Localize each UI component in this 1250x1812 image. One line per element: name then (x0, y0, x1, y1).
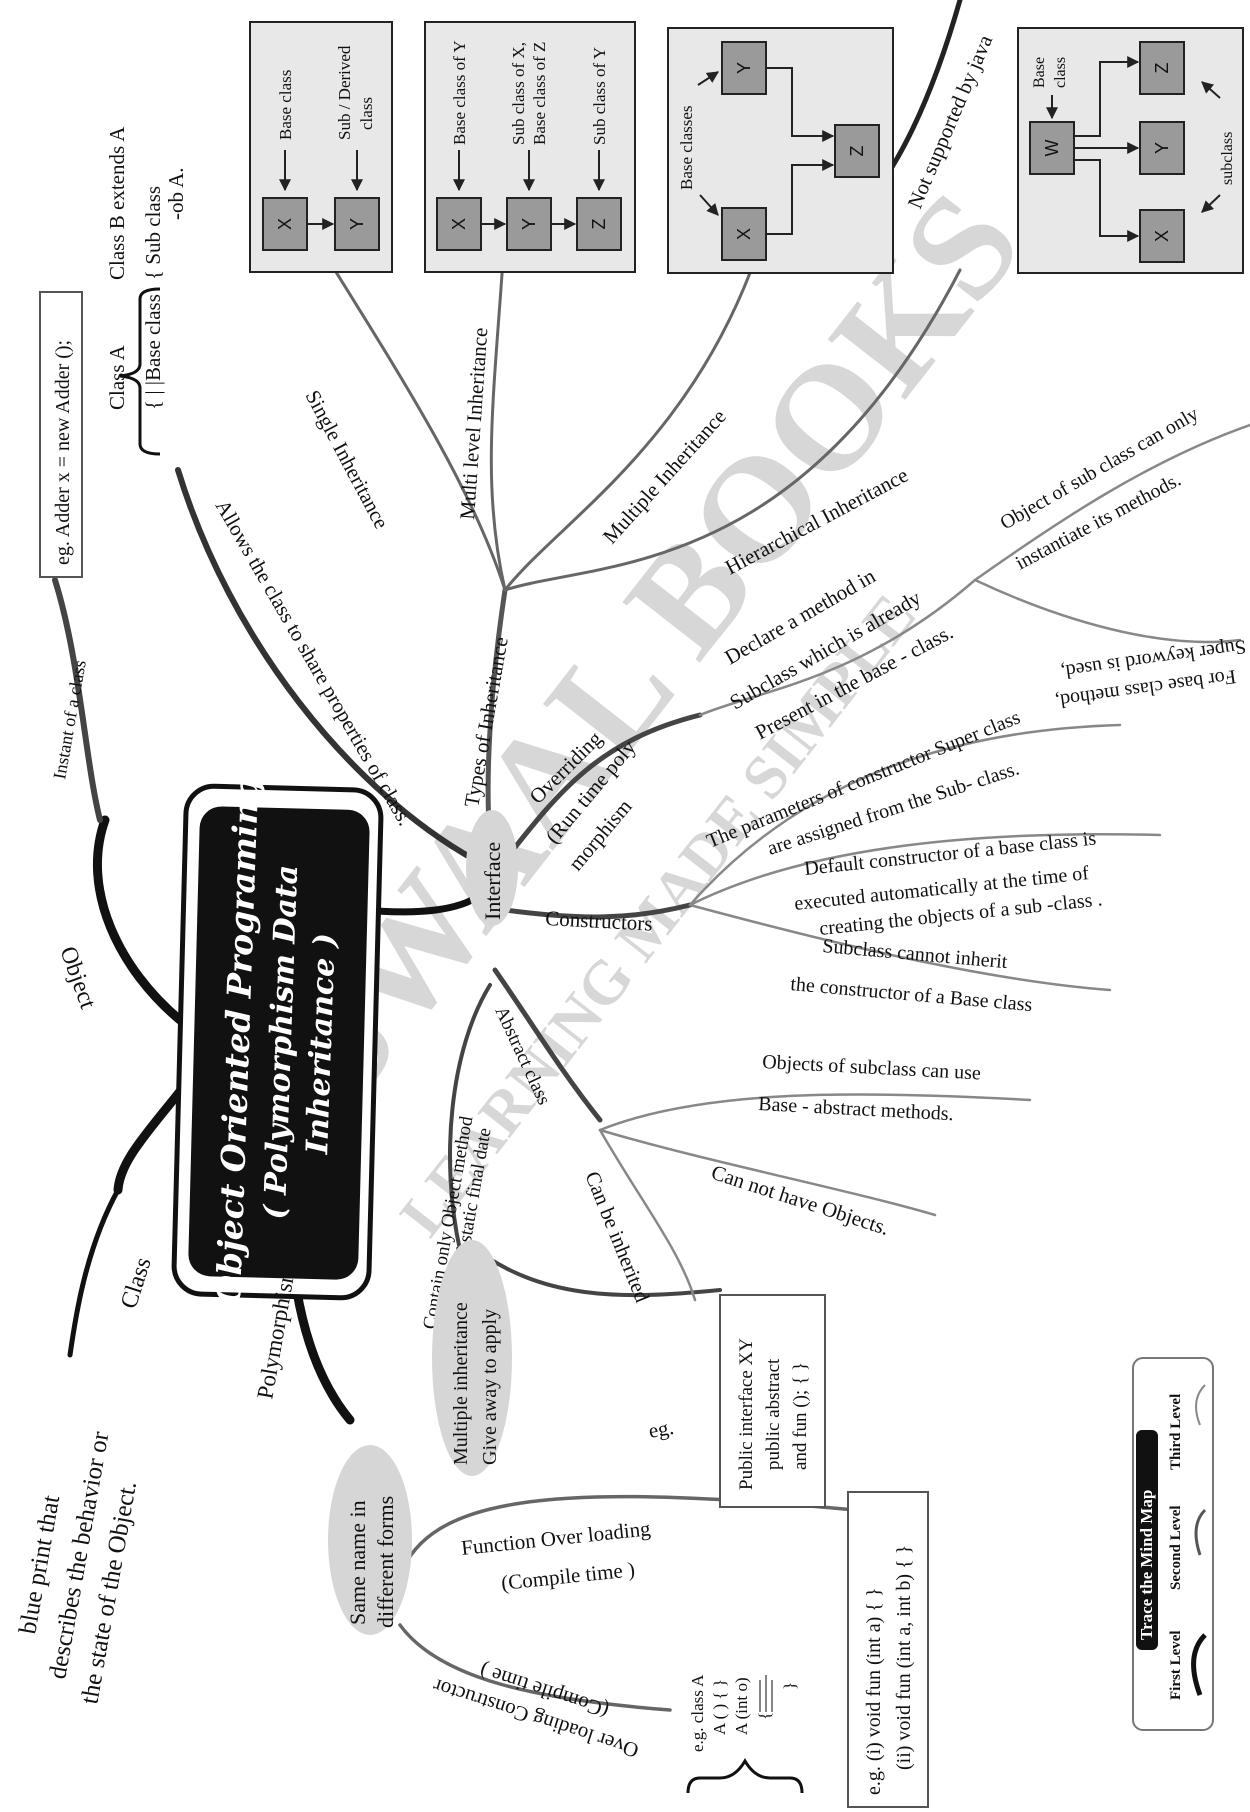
box4-w: W (1042, 140, 1062, 157)
function-example-line2: (ii) void fun (int a, int b) { } (893, 1545, 915, 1770)
box4-y: Y (1152, 142, 1172, 154)
interface-example-box (719, 1294, 826, 1508)
object-example: eg. Adder x = new Adder (); (52, 340, 74, 565)
multiple-inh-line2: Give away to apply (479, 1309, 501, 1465)
box4-base2: class (1052, 57, 1069, 88)
function-overloading-time: (Compile time ) (500, 1557, 636, 1595)
interface-example-line1: Public interface XY (736, 1338, 757, 1490)
abstract-use2: Base - abstract methods. (758, 1093, 954, 1125)
inheritance-box-multiple: X Y Z Base classes (667, 27, 894, 274)
sub-class-label: { Sub class (141, 186, 165, 280)
box1-x: X (275, 218, 295, 230)
multilevel-inheritance: Multi level Inheritance (455, 327, 492, 521)
object-branch: Object Instant of a class eg. Adder x = … (39, 291, 101, 1012)
box1-base: Base class (276, 70, 295, 140)
box1-y: Y (347, 218, 367, 230)
box2-a: Base class of Y (450, 40, 469, 145)
class-b-label: Class B extends A (105, 126, 129, 280)
box2-b1: Sub class of X, (509, 42, 528, 145)
box2-y: Y (519, 218, 539, 230)
box3-label: Base classes (677, 105, 696, 190)
box3-y: Y (734, 62, 754, 74)
constructor-example-line4: { (755, 1712, 774, 1720)
abstract-no-objects: Can not have Objects. (708, 1160, 892, 1240)
abstract-inherited: Can be inherited (580, 1168, 654, 1306)
legend-third: Third Level (1168, 1394, 1184, 1470)
legend-second-arc (1194, 1508, 1207, 1556)
abstract-use1: Objects of subclass can use (762, 1051, 982, 1084)
polymorphism-branch: Polymorphism Same name in different form… (252, 1263, 929, 1808)
constructor-s2: the constructor of a Base class (790, 973, 1034, 1016)
legend-first: First Level (1168, 1630, 1184, 1700)
class-label: Class (116, 1254, 157, 1312)
function-example-line1: e.g. (i) void fun (int a) { } (863, 1588, 885, 1795)
legend: Trace the Mind Map First Level Second Le… (1132, 1357, 1214, 1731)
box1-sub1: Sub / Derived (335, 45, 354, 140)
legend-first-arc (1191, 1633, 1207, 1696)
inheritance-box-single: X Y Base class Sub / Derived class (249, 21, 393, 273)
box4-z: Z (1152, 63, 1172, 74)
constructor-example-line1: e.g. class A (688, 1674, 707, 1752)
title-line3: Inheritance ) (300, 932, 343, 1155)
legend-title: Trace the Mind Map (1137, 1490, 1156, 1640)
class-a-label: Class A (105, 344, 129, 410)
box3-x: X (734, 228, 754, 240)
object-example-box (39, 291, 83, 578)
interface-node: Interface (466, 810, 518, 926)
connectors (52, 0, 1250, 1712)
box2-z: Z (589, 219, 609, 230)
legend-second: Second Level (1168, 1505, 1184, 1590)
box4-sub: subclass (1219, 132, 1236, 185)
object-label: Object (54, 943, 100, 1012)
base-class-label: { | |Base class (141, 294, 165, 410)
poly-node-line1: Same name in (345, 1500, 370, 1625)
multiple-inh-line1: Multiple inheritance (450, 1302, 472, 1465)
box4-base1: Base (1031, 57, 1048, 88)
interface-label: Interface (480, 842, 505, 920)
eg-label: eg. (647, 1415, 676, 1443)
legend-third-arc (1195, 1384, 1206, 1426)
interface-example-line2: public abstract (763, 1358, 784, 1470)
single-inheritance: Single Inheritance (301, 386, 394, 533)
inheritance-box-hierarchical: W Z Y X Base class subclass (1017, 27, 1244, 274)
box2-b2: Base class of Z (530, 42, 549, 145)
central-title: Object Oriented Programing ( Polymorphis… (171, 777, 384, 1304)
constructor-s1: Subclass cannot inherit (822, 935, 1009, 973)
constructor-example-brace (686, 1758, 804, 1794)
override-obj2: instantiate its methods. (1012, 469, 1185, 575)
box2-c: Sub class of Y (590, 47, 609, 145)
box2-x: X (449, 218, 469, 230)
interface-example-line3: and fun (); { } (790, 1362, 811, 1470)
inheritance-box-multilevel: X Y Z Base class of Y Sub class of X, Ba… (424, 21, 636, 273)
function-overloading: Function Over loading (460, 1516, 652, 1560)
constructor-example-line2: A ( ) { } (710, 1679, 729, 1735)
constructor-example-line5: } (780, 1682, 799, 1690)
constructor-example-line3: A (int o) (732, 1677, 751, 1735)
ob-a-label: -ob A. (164, 168, 188, 221)
brace-class-a (119, 287, 161, 456)
poly-node-line2: different forms (373, 1496, 398, 1628)
function-example-box (847, 1491, 929, 1808)
class-branch: Class blue print that describes the beha… (14, 1254, 156, 1706)
box4-x: X (1152, 230, 1172, 242)
constructors-label: Constructors (545, 906, 653, 936)
box1-sub2: class (357, 97, 376, 130)
box3-z: Z (847, 146, 867, 157)
